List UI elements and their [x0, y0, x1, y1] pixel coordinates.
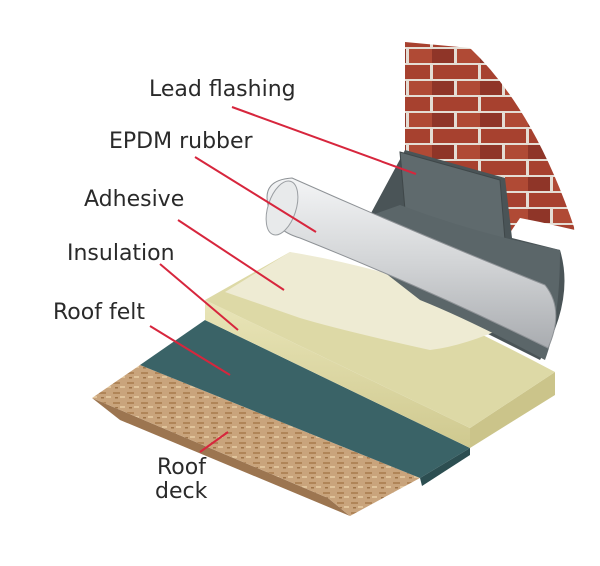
label-roof-deck: Roof deck [155, 456, 207, 504]
leader-line-roof-felt [149, 325, 231, 376]
epdm-roll [266, 177, 557, 349]
roof-felt-layer [140, 320, 470, 478]
leader-line-epdm-rubber [194, 156, 317, 233]
label-roof-deck-line1: Roof [157, 455, 206, 480]
label-epdm-rubber: EPDM rubber [109, 129, 253, 154]
insulation-side-end [470, 372, 555, 448]
roof-deck-top [92, 365, 420, 516]
insulation-side [205, 300, 470, 448]
label-insulation: Insulation [67, 241, 175, 266]
label-lead-flashing: Lead flashing [149, 77, 296, 102]
adhesive-layer [225, 252, 520, 350]
label-roof-deck-line2: deck [155, 479, 208, 504]
label-roof-felt: Roof felt [53, 300, 145, 325]
roof-deck-layer [92, 398, 350, 516]
leader-line-lead-flashing [231, 106, 417, 175]
leader-line-roof-deck [199, 431, 229, 453]
roof-felt-edge [420, 448, 470, 486]
label-adhesive: Adhesive [84, 187, 185, 212]
leader-line-adhesive [177, 219, 285, 291]
leader-line-insulation [159, 263, 239, 331]
